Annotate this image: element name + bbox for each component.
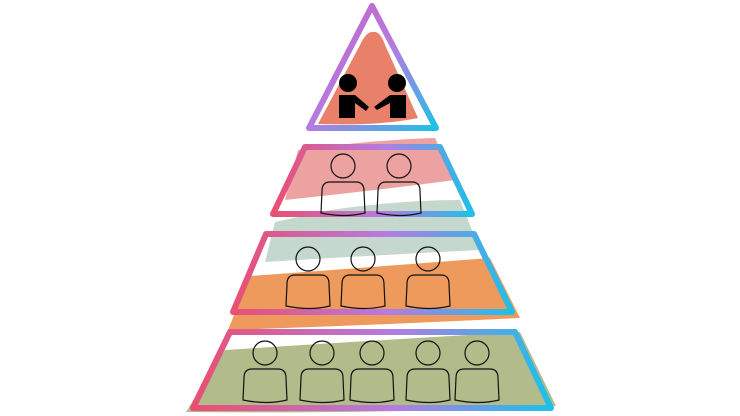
person-outline-icon <box>299 340 345 404</box>
person-outline-icon <box>285 246 331 310</box>
tier3-orange-fill <box>228 258 520 330</box>
top-triangle-outline <box>306 3 439 131</box>
person-outline-icon <box>242 340 288 404</box>
paint-fills <box>186 31 556 413</box>
tier2-outline <box>270 144 475 217</box>
tier4-olive-fill <box>186 332 556 413</box>
tier3-outline <box>230 231 515 315</box>
person-outline-icon <box>405 246 451 310</box>
tier4-outline <box>190 329 554 411</box>
people-icons <box>242 153 500 404</box>
tier2-pink-fill <box>285 138 455 200</box>
person-outline-icon <box>349 340 395 404</box>
person-outline-icon <box>454 340 500 404</box>
person-outline-icon <box>340 246 386 310</box>
person-outline-icon <box>405 340 451 404</box>
tier-outlines <box>190 3 554 411</box>
person-outline-icon <box>376 153 422 217</box>
person-outline-icon <box>320 153 366 217</box>
handshake-icon <box>339 74 406 118</box>
